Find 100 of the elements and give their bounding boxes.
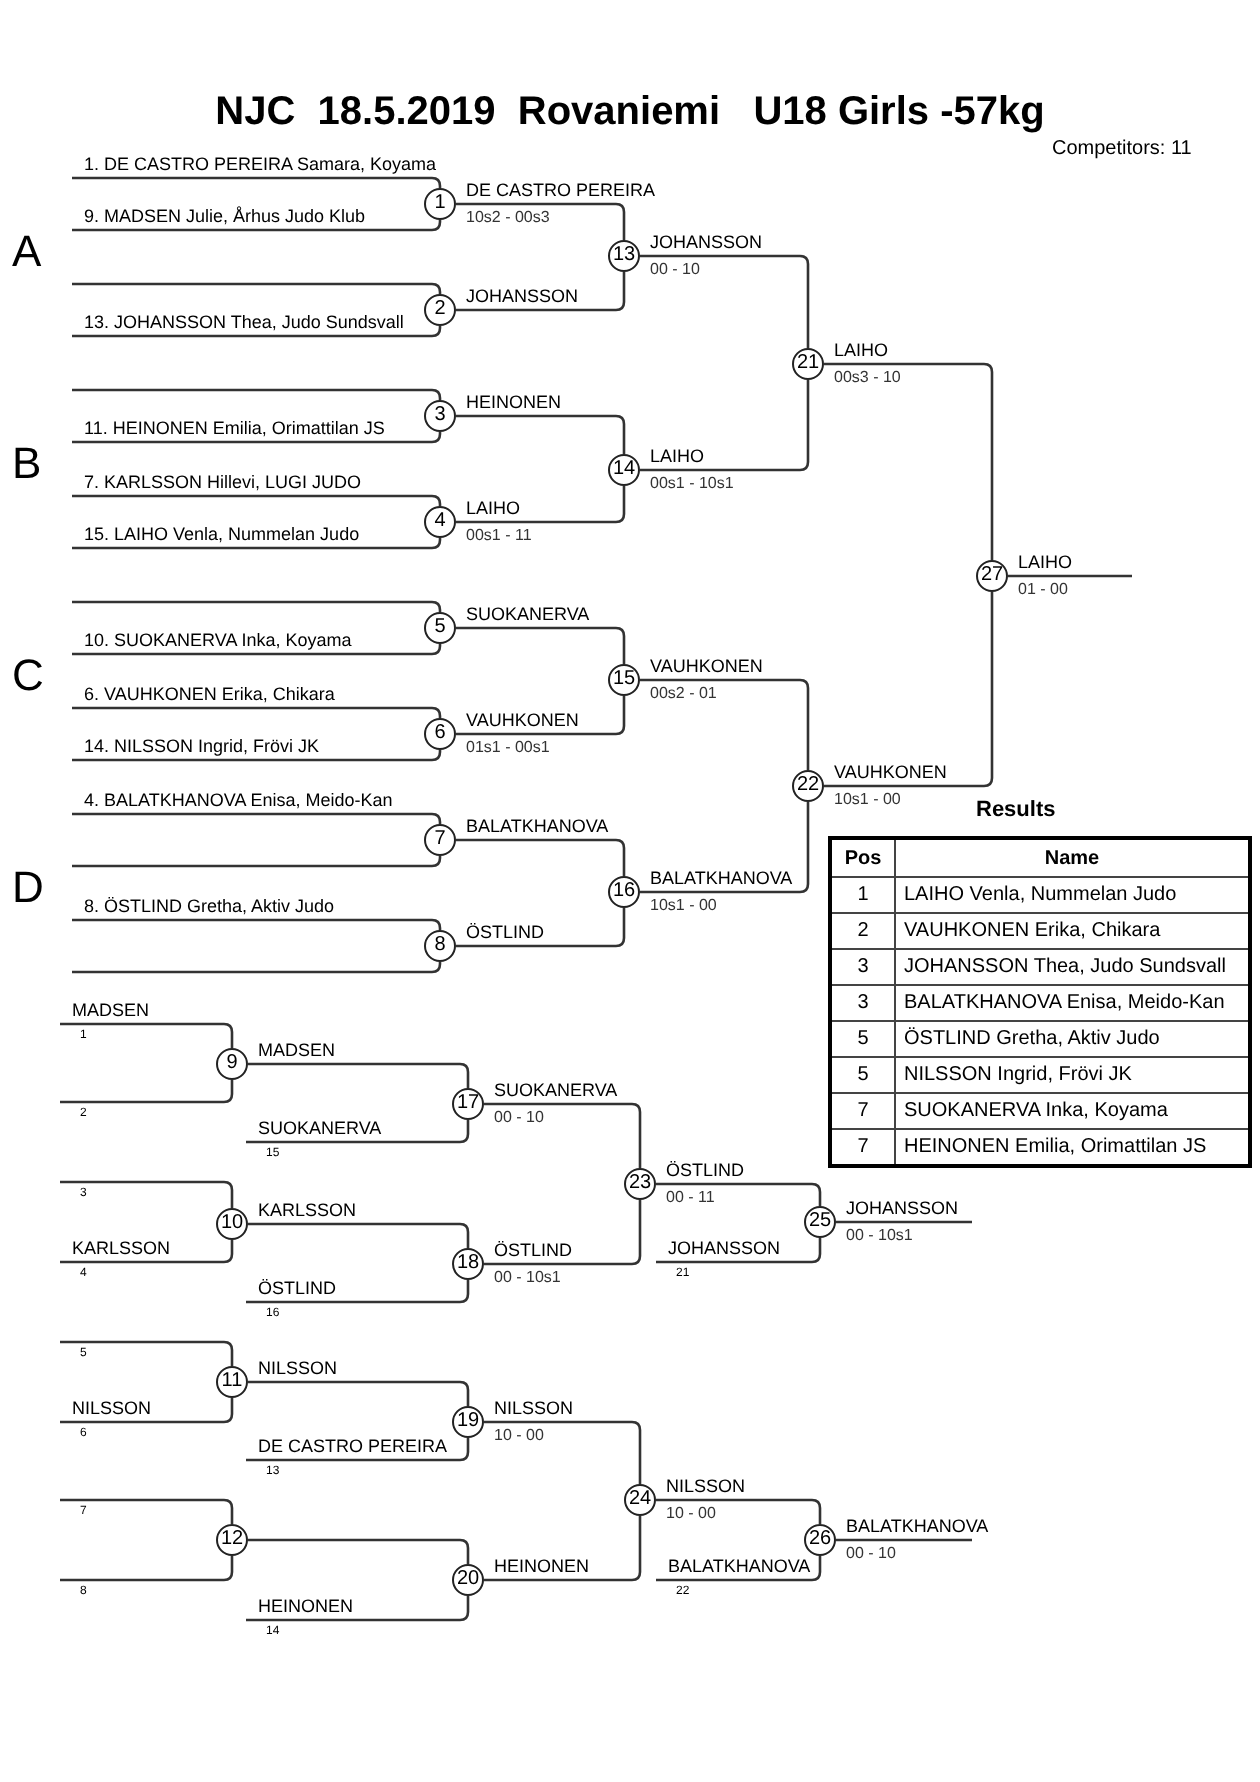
competitor-name: LAIHO (1018, 552, 1073, 574)
competitor-name: VAUHKONEN (650, 656, 763, 678)
bracket-line (72, 918, 442, 931)
bracket-line (72, 537, 442, 550)
competitor-name: 14. NILSSON Ingrid, Frövi JK (84, 736, 320, 758)
score-label: 00 - 11 (666, 1188, 715, 1208)
competitor-name: HEINONEN (494, 1556, 590, 1578)
competitor-name: SUOKANERVA (466, 604, 590, 626)
competitor-name: HEINONEN (466, 392, 562, 414)
table-cell: 3 (832, 950, 896, 984)
score-label: 10s2 - 00s3 (466, 208, 550, 228)
score-label: 00 - 10 (846, 1544, 896, 1564)
competitor-name: LAIHO (466, 498, 521, 520)
table-cell: 5 (832, 1022, 896, 1056)
competitor-name: ÖSTLIND (466, 922, 545, 944)
competitor-name: LAIHO (650, 446, 705, 468)
bracket-line (656, 1238, 822, 1264)
bracket-line (248, 1538, 470, 1564)
pool-letter: B (12, 440, 42, 488)
competitor-name: BALATKHANOVA (650, 868, 793, 890)
info-label: Competitors: 11 (1052, 138, 1192, 162)
bracket-line (246, 1280, 470, 1304)
score-label: 10s1 - 00 (650, 896, 717, 916)
bracket-line (824, 592, 994, 788)
competitor-name: 10. SUOKANERVA Inka, Koyama (84, 630, 352, 652)
bracket-line (248, 1222, 470, 1248)
table-cell: 5 (832, 1058, 896, 1092)
header-cell: Pos (832, 840, 896, 876)
competitor-name: 1. DE CASTRO PEREIRA Samara, Koyama (84, 154, 437, 176)
table-cell-text: JOHANSSON Thea, Judo Sundsvall (902, 954, 1229, 982)
bracket-line (456, 272, 626, 312)
bracket-line (484, 1200, 642, 1266)
bracket-line (456, 908, 626, 948)
competitor-name: KARLSSON (72, 1238, 171, 1260)
table-cell-text: ÖSTLIND Gretha, Aktiv Judo (902, 1025, 1162, 1054)
bracket-line (72, 325, 442, 338)
table-cell: 2 (832, 914, 896, 948)
competitor-name: JOHANSSON (668, 1238, 781, 1260)
competitor-name: HEINONEN (258, 1596, 354, 1618)
table-cell-text: NILSSON Ingrid, Frövi JK (902, 1062, 1134, 1090)
bracket-line (640, 380, 810, 472)
competitor-name: 4. BALATKHANOVA Enisa, Meido-Kan (84, 790, 393, 812)
competitor-name: KARLSSON (258, 1200, 357, 1222)
table-cell: 3 (832, 986, 896, 1020)
score-label: 00s3 - 10 (834, 368, 901, 388)
bracket-line (484, 1102, 642, 1168)
competitor-name: 7. KARLSSON Hillevi, LUGI JUDO (84, 472, 362, 494)
bracket-line (72, 219, 442, 232)
bracket-line (656, 1182, 822, 1206)
competitor-name: ÖSTLIND (494, 1240, 573, 1262)
competitor-name: 15. LAIHO Venla, Nummelan Judo (84, 524, 360, 546)
bracket-line (72, 494, 442, 507)
competitor-name: ÖSTLIND (258, 1278, 337, 1300)
score-label: 00s1 - 11 (466, 526, 532, 546)
competitor-name: BALATKHANOVA (846, 1516, 989, 1538)
competitor-name: BALATKHANOVA (466, 816, 609, 838)
competitor-name: JOHANSSON (650, 232, 763, 254)
competitor-name: ÖSTLIND (666, 1160, 745, 1182)
score-label: 00 - 10 (494, 1108, 544, 1128)
bracket-line (60, 1022, 234, 1048)
bracket-line (72, 388, 442, 401)
competitor-name: 9. MADSEN Julie, Århus Judo Klub (84, 206, 366, 228)
bracket-line (60, 1340, 234, 1366)
competitor-name: 6. VAUHKONEN Erika, Chikara (84, 684, 335, 706)
competitor-name: BALATKHANOVA (668, 1556, 811, 1578)
bracket-line (72, 749, 442, 762)
competitor-name: 11. HEINONEN Emilia, Orimattilan JS (84, 418, 385, 440)
bracket-line (72, 282, 442, 295)
bracket-line (60, 1398, 234, 1424)
table-title: Results (976, 798, 1056, 824)
score-label: 10 - 00 (494, 1426, 544, 1446)
header-cell-text: Name (1042, 845, 1102, 873)
bracket-line (836, 1538, 972, 1542)
competitor-name: NILSSON (258, 1358, 338, 1380)
bracket-line (72, 961, 442, 974)
title: NJC 18.5.2019 Rovaniemi U18 Girls -57kg (213, 88, 1047, 136)
bracket-line (60, 1498, 234, 1524)
pool-letter: D (12, 864, 44, 912)
bracket-line (72, 706, 442, 719)
table-cell-text: BALATKHANOVA Enisa, Meido-Kan (902, 990, 1227, 1018)
table-cell-text: SUOKANERVA Inka, Koyama (902, 1098, 1170, 1126)
table-cell: 7 (832, 1130, 896, 1164)
table-cell: 7 (832, 1094, 896, 1128)
bracket-line (72, 812, 442, 825)
score-label: 00 - 10s1 (846, 1226, 913, 1246)
bracket-line (640, 254, 810, 348)
bracket-line (72, 855, 442, 868)
competitor-name: VAUHKONEN (466, 710, 579, 732)
competitor-name: 8. ÖSTLIND Gretha, Aktiv Judo (84, 896, 335, 918)
bracket-line (1008, 574, 1132, 578)
bracket-line (72, 176, 442, 189)
competitor-name: NILSSON (72, 1398, 152, 1420)
table-cell: 1 (832, 878, 896, 912)
bracket-line (72, 600, 442, 613)
bracket-line (246, 1438, 470, 1462)
bracket-line (248, 1062, 470, 1088)
competitor-name: MADSEN (72, 1000, 150, 1022)
bracket-line (72, 431, 442, 444)
bracket-line (60, 1556, 234, 1582)
bracket-line (640, 802, 810, 894)
